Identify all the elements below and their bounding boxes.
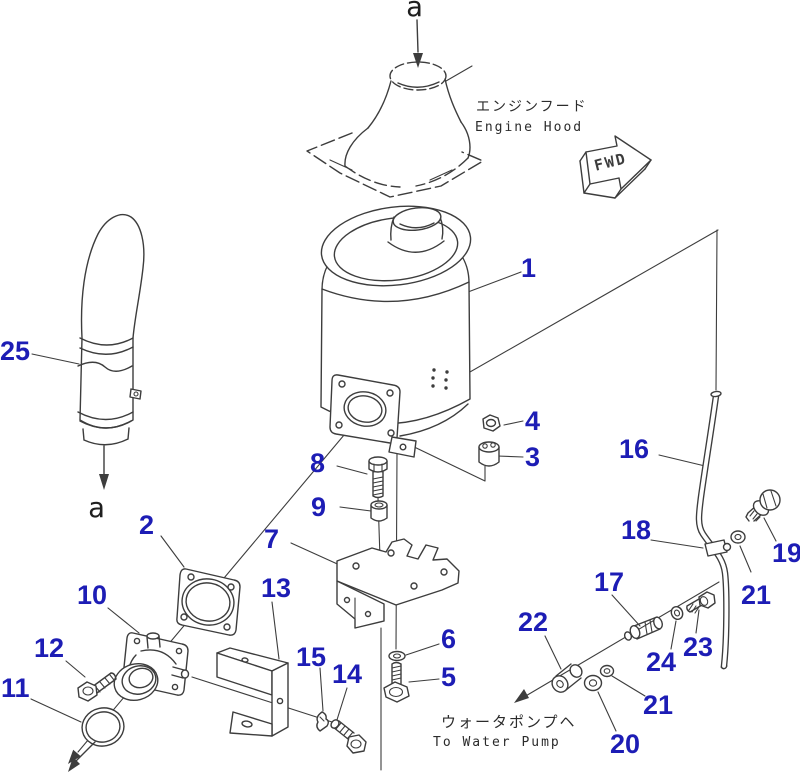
water-pump-label-jp: ウォータポンプヘ (441, 713, 577, 731)
part-washer21-upper-drawing (730, 530, 746, 544)
part-clamp18-drawing (704, 539, 732, 557)
part-nipple22-drawing (551, 663, 583, 693)
part-nut-drawing (482, 414, 501, 432)
part-bolt23-drawing (686, 591, 716, 614)
part-spacer9-drawing (370, 500, 388, 522)
part-tube16-drawing (695, 390, 730, 670)
callout-14[interactable]: 14 (332, 659, 363, 689)
section-arrow-a-top (413, 19, 423, 68)
part-gasket2-drawing (176, 568, 241, 636)
part-clip15-drawing (316, 711, 329, 732)
callout-17[interactable]: 17 (594, 567, 625, 597)
callout-18[interactable]: 18 (621, 515, 652, 545)
callout-22[interactable]: 22 (518, 607, 549, 637)
part-bolt12-drawing (77, 672, 117, 702)
callout-8[interactable]: 8 (310, 448, 326, 478)
section-marker-a-top: a (406, 0, 423, 23)
fwd-arrow (579, 135, 652, 199)
muffler-outlet-flange-drawing (329, 374, 417, 458)
callout-leader-lines (30, 65, 777, 732)
callout-11[interactable]: 11 (1, 673, 30, 703)
callout-19[interactable]: 19 (772, 538, 800, 568)
part-spacer-drawing (478, 441, 500, 467)
part-washer6-drawing (388, 650, 406, 662)
callout-12[interactable]: 12 (34, 633, 65, 663)
part-washer21-lower-drawing (599, 664, 615, 678)
callout-25[interactable]: 25 (0, 336, 31, 366)
callout-3[interactable]: 3 (525, 442, 541, 472)
part-muffler-drawing (320, 205, 472, 437)
callout-21-upper[interactable]: 21 (741, 580, 772, 610)
callout-23[interactable]: 23 (683, 632, 714, 662)
callout-6[interactable]: 6 (441, 624, 457, 654)
part-bolt14-drawing (330, 719, 367, 754)
part-bolt5-drawing (383, 661, 410, 703)
callout-1[interactable]: 1 (521, 253, 537, 283)
callout-20[interactable]: 20 (610, 729, 641, 759)
engine-hood-label-en: Engine Hood (475, 120, 584, 135)
callout-24[interactable]: 24 (646, 647, 677, 677)
part-oring11-drawing (68, 707, 125, 772)
part-fitting17-drawing (623, 616, 663, 641)
callout-9[interactable]: 9 (311, 492, 327, 522)
part-bracket13-drawing (216, 647, 289, 737)
part-washer24-drawing (670, 605, 684, 621)
part-bolt8-drawing (368, 456, 388, 499)
engine-hood-label-jp: エンジンフード (476, 99, 588, 115)
callout-16[interactable]: 16 (619, 434, 650, 464)
callout-15[interactable]: 15 (296, 642, 327, 672)
callout-10[interactable]: 10 (77, 580, 108, 610)
callout-2[interactable]: 2 (139, 510, 155, 540)
engine-hood-drawing (306, 61, 484, 198)
callout-5[interactable]: 5 (441, 662, 457, 692)
callout-21-lower[interactable]: 21 (643, 690, 674, 720)
section-marker-a-side: a (88, 491, 105, 524)
callout-7[interactable]: 7 (264, 524, 280, 554)
part-bolt19-drawing (745, 489, 781, 522)
part-elbow10-drawing (113, 632, 190, 701)
part-bracket7-drawing (336, 538, 460, 629)
part-washer20-drawing (583, 674, 603, 692)
part-hose25-drawing (77, 213, 145, 490)
water-pump-label-en: To Water Pump (433, 735, 561, 750)
callout-13[interactable]: 13 (261, 573, 292, 603)
callout-4[interactable]: 4 (525, 406, 541, 436)
